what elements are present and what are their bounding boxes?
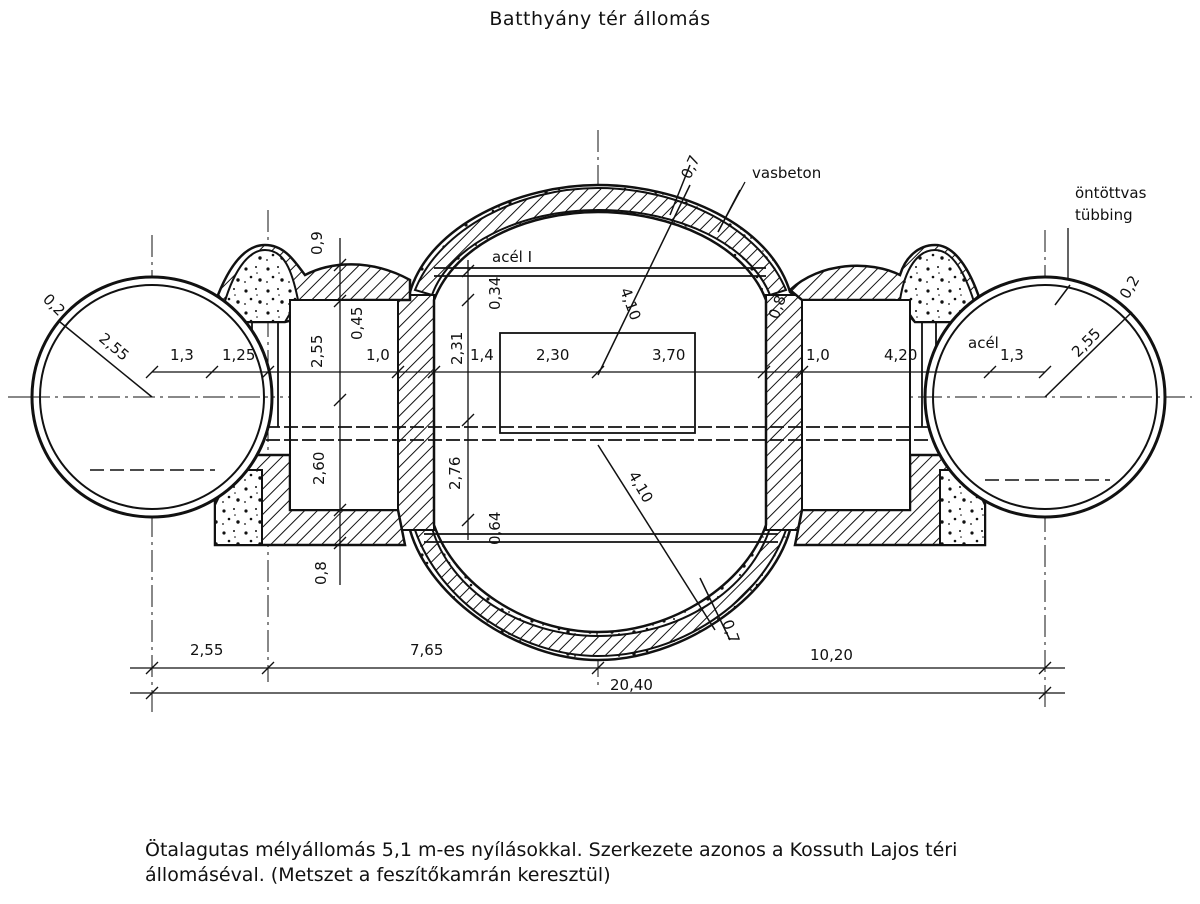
caption-line-1: Ötalagutas mélyállomás 5,1 m-es nyílások… xyxy=(145,839,958,861)
dim-7-65: 7,65 xyxy=(410,641,443,659)
left-passage-top-concrete xyxy=(220,248,300,323)
label-acel-right: acél xyxy=(968,334,999,352)
dim-0-34: 0,34 xyxy=(486,277,504,310)
central-steel-beams xyxy=(424,267,778,543)
dim-right-thickness: 0,2 xyxy=(1116,272,1144,302)
label-vasbeton: vasbeton xyxy=(752,164,821,182)
central-wall-left xyxy=(397,294,435,531)
central-tunnel-hatched-top xyxy=(413,186,788,297)
dim-20-40: 20,40 xyxy=(610,676,653,694)
central-inner-rect xyxy=(499,332,696,434)
platform-slab xyxy=(212,426,988,441)
dim-1-3-left: 1,3 xyxy=(170,346,194,364)
dim-2-55-bottom: 2,55 xyxy=(190,641,223,659)
dim-0-64: 0,64 xyxy=(486,512,504,545)
dim-0-9: 0,9 xyxy=(308,231,326,255)
dim-1-0-right: 1,0 xyxy=(806,346,830,364)
central-tunnel-inner xyxy=(432,210,768,634)
label-tubbing: tübbing xyxy=(1075,206,1133,224)
vertical-dimension-lines xyxy=(333,238,475,585)
dim-0-45: 0,45 xyxy=(348,307,366,340)
dim-1-25: 1,25 xyxy=(222,346,255,364)
dim-2-55-vert: 2,55 xyxy=(308,335,326,368)
drawing-caption: Ötalagutas mélyállomás 5,1 m-es nyílások… xyxy=(145,838,1105,888)
dim-2-76: 2,76 xyxy=(446,457,464,490)
left-corridor xyxy=(289,299,399,511)
vasbeton-leader xyxy=(717,181,746,233)
dim-2-31: 2,31 xyxy=(448,332,466,365)
dim-4-20: 4,20 xyxy=(884,346,917,364)
dim-3-70: 3,70 xyxy=(652,346,685,364)
dim-0-7-top: 0,7 xyxy=(677,152,703,181)
caption-line-2: állomáséval. (Metszet a feszítőkamrán ke… xyxy=(145,864,611,886)
drawing-title: Batthyány tér állomás xyxy=(489,8,711,30)
bottom-dimension-lines xyxy=(130,661,1065,700)
dim-0-8-bottom: 0,8 xyxy=(312,561,330,585)
dim-1-0-left: 1,0 xyxy=(366,346,390,364)
dim-2-30: 2,30 xyxy=(536,346,569,364)
dim-0-7-bottom: 0,7 xyxy=(718,617,743,646)
axis-dimension-line xyxy=(145,365,1052,379)
label-ontottvas: öntöttvas xyxy=(1075,184,1147,202)
dim-1-3-right: 1,3 xyxy=(1000,346,1024,364)
dim-10-20: 10,20 xyxy=(810,646,853,664)
dim-1-4: 1,4 xyxy=(470,346,494,364)
label-acel-top: acél I xyxy=(492,248,532,266)
dim-2-60: 2,60 xyxy=(310,452,328,485)
right-corridor xyxy=(801,299,911,511)
central-wall-right xyxy=(765,294,803,531)
